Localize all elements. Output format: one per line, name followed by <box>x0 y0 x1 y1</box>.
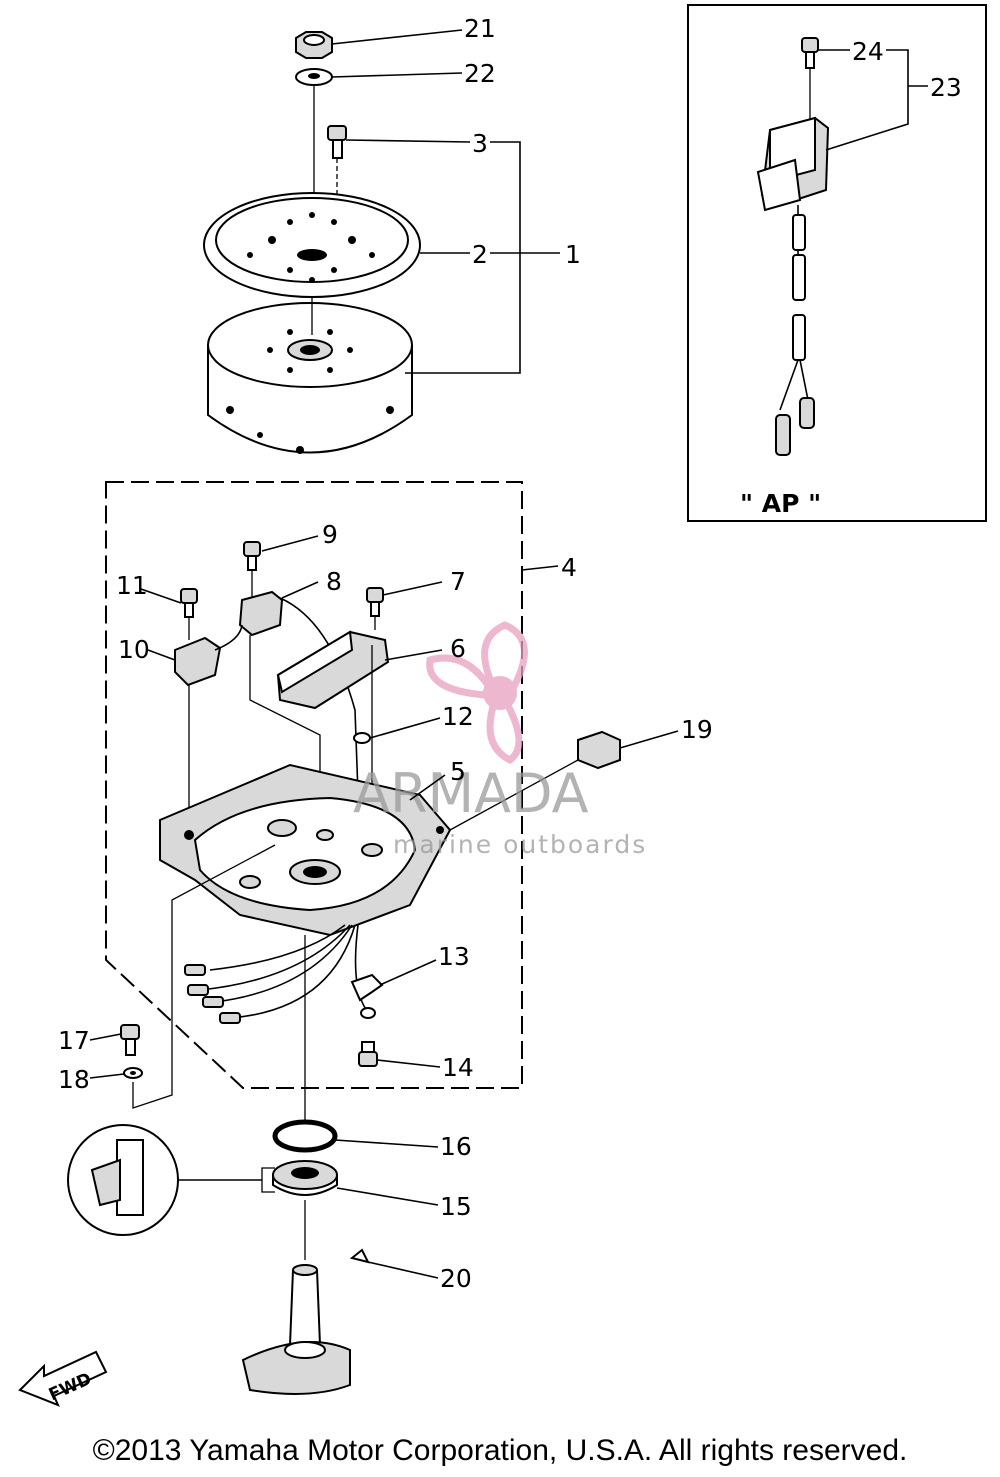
callout-20: 20 <box>440 1264 472 1293</box>
part-1-flywheel <box>207 302 413 454</box>
callout-21: 21 <box>464 14 496 43</box>
part-17-bolt <box>120 1024 140 1056</box>
part-23-switch <box>756 116 830 456</box>
callout-12: 12 <box>442 702 474 731</box>
watermark-brand: ARMADA <box>353 762 589 825</box>
part-9-screw <box>243 541 261 600</box>
stator-leads <box>184 924 369 1024</box>
callout-13: 13 <box>438 942 470 971</box>
part-10-coil <box>174 624 243 830</box>
part-18-washer <box>123 1067 143 1079</box>
part-16-o-ring <box>272 1119 338 1153</box>
callout-10: 10 <box>118 635 150 664</box>
inset-ap-switch: " AP " <box>687 4 987 522</box>
part-11-screw <box>180 588 198 640</box>
callout-16: 16 <box>440 1132 472 1161</box>
copyright-notice: ©2013 Yamaha Motor Corporation, U.S.A. A… <box>92 1434 908 1467</box>
inset-label: " AP " <box>740 489 821 518</box>
callout-24: 24 <box>852 37 884 66</box>
callout-19: 19 <box>681 715 713 744</box>
callout-8: 8 <box>326 567 342 596</box>
flywheel-assembly <box>203 31 421 454</box>
callout-labels: 1 2 3 4 5 6 7 8 9 10 11 12 13 14 15 16 1… <box>58 14 962 1293</box>
part-7-screw <box>366 587 384 630</box>
callout-14: 14 <box>442 1053 474 1082</box>
part-3-bolt <box>327 125 347 215</box>
callout-5: 5 <box>450 757 466 786</box>
part-12-clamp <box>353 732 371 744</box>
part-2-plate <box>203 192 421 298</box>
stator-assembly <box>159 541 452 1067</box>
callout-4: 4 <box>561 553 577 582</box>
callout-11: 11 <box>116 571 148 600</box>
part-21-nut <box>295 31 333 59</box>
propeller-logo <box>426 621 528 765</box>
callout-17: 17 <box>58 1026 90 1055</box>
part-14-screw <box>358 1041 378 1067</box>
callout-7: 7 <box>450 567 466 596</box>
leader-lines <box>89 29 928 1279</box>
oil-seal-detail <box>67 1124 179 1236</box>
stator-assembly-outline <box>105 481 523 1089</box>
callout-3: 3 <box>472 129 488 158</box>
part-13-clamp <box>350 973 384 1002</box>
callout-2: 2 <box>472 240 488 269</box>
part-24-screw <box>801 37 819 120</box>
callout-18: 18 <box>58 1065 90 1094</box>
part-22-washer <box>295 68 333 86</box>
callout-1: 1 <box>565 240 581 269</box>
callout-9: 9 <box>322 520 338 549</box>
fwd-arrow: FWD <box>18 1350 108 1407</box>
callout-15: 15 <box>440 1192 472 1221</box>
callout-6: 6 <box>450 634 466 663</box>
part-5-stator-base <box>159 763 452 937</box>
watermark-tagline: marine outboards <box>393 830 647 859</box>
part-15-oil-seal <box>272 1160 338 1196</box>
crankshaft <box>241 1264 351 1395</box>
armada-watermark: ARMADA marine outboards <box>353 621 647 859</box>
part-20-key <box>349 1248 370 1264</box>
part-6-charge-coil <box>276 630 390 850</box>
callout-23: 23 <box>930 73 962 102</box>
callout-22: 22 <box>464 59 496 88</box>
